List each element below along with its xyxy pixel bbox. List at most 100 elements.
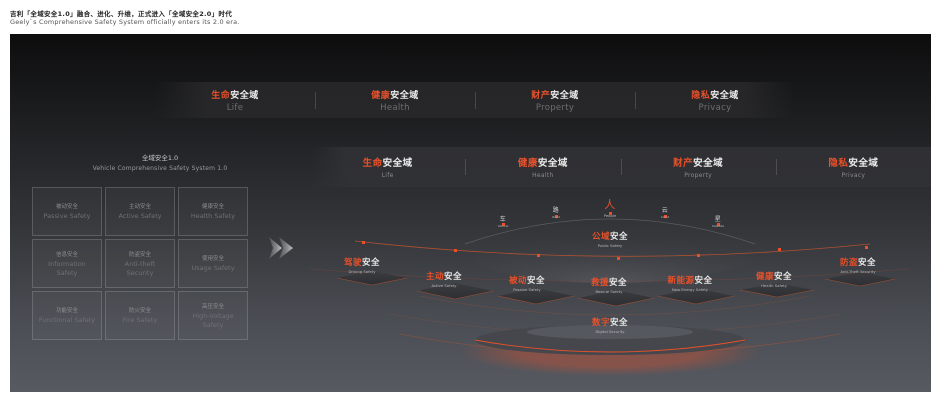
node-cn: 人 <box>604 198 616 211</box>
ecosystem-diagram-graphics <box>309 212 911 376</box>
top-domain-life: 生命安全域 Life <box>155 88 315 113</box>
node-people: 人 People <box>604 196 617 218</box>
node-highlight: 新能源 <box>667 276 695 286</box>
node-suffix: 安全 <box>694 276 713 286</box>
card-en: Anti-theft Security <box>124 260 156 277</box>
domain-en: Property <box>535 102 575 113</box>
domain-en: Property <box>684 172 713 179</box>
node-en: Health Safety <box>761 283 787 288</box>
v1-title: 全域安全1.0 Vehicle Comprehensive Safety Sys… <box>70 152 250 172</box>
v1-title-cn: 全域安全1.0 <box>141 154 179 162</box>
card-cn: 信息安全 <box>55 252 78 259</box>
node-highlight: 救援 <box>590 278 609 288</box>
node-highlight: 防盗 <box>839 258 858 268</box>
node-en: People <box>603 213 617 218</box>
node-highlight: 数字 <box>591 318 610 328</box>
node-suffix: 安全 <box>858 258 877 268</box>
domain-en: Health <box>380 102 410 113</box>
card-cn: 防火安全 <box>128 308 151 315</box>
domain-suffix: 安全域 <box>537 158 568 169</box>
domain-en: Life <box>226 102 244 113</box>
domain-suffix: 安全域 <box>382 158 413 169</box>
v2-domain-property: 财产安全域 Property <box>620 155 776 179</box>
card-en: Functional Safety <box>38 316 96 325</box>
node-cloud: 云 Cloud <box>661 205 670 219</box>
node-en: Passive Safety <box>513 287 541 292</box>
card-cn: 使用安全 <box>201 256 224 263</box>
node-en: Vehicle <box>497 224 509 228</box>
card-en: Health Safety <box>190 212 236 221</box>
top-domain-bar: 生命安全域 Life 健康安全域 Health 财产安全域 Property 隐… <box>155 82 795 118</box>
domain-en: Health <box>532 172 554 179</box>
node-highlight: 被动 <box>508 276 527 286</box>
v2-domain-privacy: 隐私安全域 Privacy <box>775 155 931 179</box>
domain-highlight: 财产 <box>673 158 694 169</box>
domain-highlight: 隐私 <box>691 90 711 101</box>
top-domain-health: 健康安全域 Health <box>315 88 475 113</box>
card-en: High-Voltage Safety <box>192 312 234 329</box>
card-en: Passive Safety <box>43 212 91 221</box>
domain-suffix: 安全域 <box>230 90 259 101</box>
header-title-cn: 吉利「全域安全1.0」融合、进化、升维，正式进入「全域安全2.0」时代 <box>10 10 233 18</box>
domain-suffix: 安全域 <box>710 90 739 101</box>
node-public-safety: 公域安全 Public Safety <box>592 230 628 248</box>
node-highlight: 公域 <box>591 232 610 242</box>
domain-highlight: 健康 <box>371 90 391 101</box>
domain-highlight: 生命 <box>362 158 383 169</box>
chevron-right-double-icon <box>269 237 293 259</box>
node-highlight: 健康 <box>755 272 774 282</box>
node-en: Satellite <box>711 224 725 228</box>
node-satellite: 星 Satellite <box>712 214 724 228</box>
node-suffix: 安全 <box>444 272 463 282</box>
node-vehicle: 车 Vehicle <box>498 214 509 228</box>
card-cn: 功能安全 <box>55 308 78 315</box>
node-suffix: 安全 <box>527 276 546 286</box>
ring-node-passive: 被动安全 Passive Safety <box>509 274 545 292</box>
node-suffix: 安全 <box>774 272 793 282</box>
domain-highlight: 健康 <box>517 158 538 169</box>
diagram-panel: 生命安全域 Life 健康安全域 Health 财产安全域 Property 隐… <box>10 34 931 392</box>
v2-domain-health: 健康安全域 Health <box>465 155 620 179</box>
node-road: 路 Road <box>552 205 560 219</box>
node-suffix: 安全 <box>610 232 629 242</box>
domain-suffix: 安全域 <box>693 158 724 169</box>
card-en: Fire Safety <box>122 316 158 325</box>
node-cn: 云 <box>661 207 669 214</box>
card-cn: 主动安全 <box>128 204 151 211</box>
domain-en: Life <box>381 172 394 179</box>
card-cn: 被动安全 <box>55 204 78 211</box>
domain-suffix: 安全域 <box>550 90 579 101</box>
domain-highlight: 隐私 <box>828 158 849 169</box>
v2-domain-life: 生命安全域 Life <box>310 155 465 179</box>
domain-suffix: 安全域 <box>848 158 879 169</box>
node-digital-security: 数字安全 Digital Security <box>592 316 628 334</box>
ring-node-health: 健康安全 Health Safety <box>756 270 792 288</box>
v2-domain-bar: 生命安全域 Life 健康安全域 Health 财产安全域 Property 隐… <box>310 147 931 187</box>
node-en: New Energy Safety <box>671 287 709 292</box>
ring-node-active: 主动安全 Active Safety <box>426 270 462 288</box>
ring-node-driving: 驾驶安全 Driving Safety <box>344 256 380 274</box>
node-cn: 路 <box>552 207 560 214</box>
domain-en: Privacy <box>841 172 866 179</box>
node-en: Driving Safety <box>348 269 376 274</box>
card-cn: 健康安全 <box>201 204 224 211</box>
card-en: Information Safety <box>48 260 86 277</box>
node-en: Cloud <box>660 215 670 219</box>
node-en: Digital Security <box>595 329 625 334</box>
card-en: Usage Safety <box>191 264 235 273</box>
ring-node-rescue: 救援安全 Rescue Safety <box>591 276 627 294</box>
node-en: Public Safety <box>597 243 623 248</box>
node-suffix: 安全 <box>610 318 629 328</box>
card-cn: 高压安全 <box>201 304 224 311</box>
node-en: Road <box>552 215 560 219</box>
ring-node-anti-theft: 防盗安全 Anti-Theft Security <box>840 256 876 274</box>
